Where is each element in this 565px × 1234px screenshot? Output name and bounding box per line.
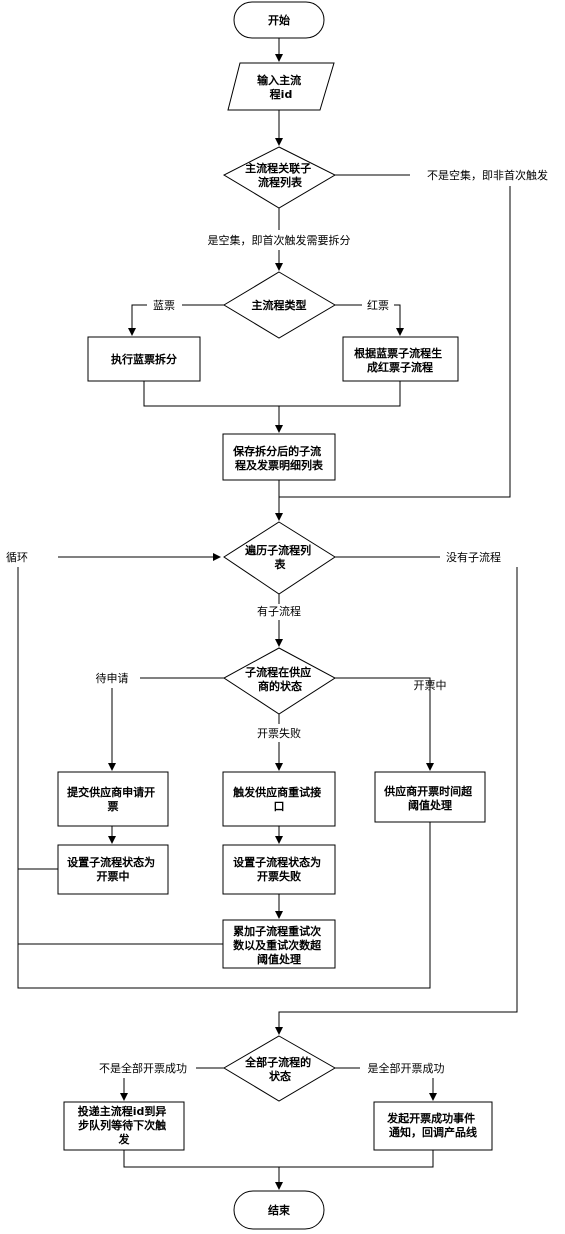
decision-loop — [223, 521, 336, 595]
line-merge-split — [143, 381, 401, 407]
accumulate-label: 累加子流程重试次 数以及重试次数超 阈值处理 — [233, 924, 325, 966]
start-label: 开始 — [268, 13, 290, 27]
process-retry — [222, 771, 336, 827]
set-fail-label: 设置子流程状态为 开票失败 — [233, 855, 325, 883]
arrow-blue — [128, 304, 147, 336]
node-labels: 开始 输入主流 程id 主流程关联子 流程列表 主流程类型 执行蓝票拆分 根据蓝… — [67, 13, 479, 1217]
notify-label: 发起开票成功事件 通知，回调产品线 — [386, 1111, 479, 1139]
process-accumulate — [222, 919, 336, 969]
edge-label-red: 红票 — [367, 299, 389, 312]
end-terminal — [233, 1190, 325, 1230]
edge-label-blue: 蓝票 — [153, 299, 175, 312]
process-submit — [57, 771, 169, 827]
process-notify — [373, 1101, 493, 1151]
arrow-invoicing — [335, 677, 434, 771]
edge-label-loop: 循环 — [6, 551, 28, 564]
process-timeout — [374, 771, 486, 823]
arrow-red — [394, 304, 404, 336]
edge-label-invoicing: 开票中 — [414, 679, 447, 692]
decision-status-label: 子流程在供应 商的状态 — [245, 665, 315, 693]
line-not-empty-to-loop — [279, 186, 511, 498]
end-label: 结束 — [267, 1203, 291, 1217]
start-terminal — [233, 1, 325, 39]
decision-all-label: 全部子流程的 状态 — [244, 1055, 315, 1083]
process-post-mq — [63, 1101, 185, 1151]
edge-labels: 不是空集，即非首次触发 是空集，即首次触发需要拆分 蓝票 红票 循环 没有子流程… — [6, 168, 548, 1075]
decision-type-label: 主流程类型 — [252, 298, 307, 312]
line-loop-from-timeout — [17, 567, 431, 989]
connectors — [17, 38, 518, 1190]
process-red-gen — [342, 336, 459, 382]
edge-label-not-empty: 不是空集，即非首次触发 — [427, 168, 548, 182]
submit-label: 提交供应商申请开 票 — [67, 785, 159, 813]
post-mq-label: 投递主流程id到异 步队列等待下次触 发 — [78, 1104, 171, 1146]
line-merge-end — [123, 1150, 434, 1168]
process-set-inprog — [57, 844, 169, 895]
blue-split-label: 执行蓝票拆分 — [111, 352, 177, 366]
edge-label-no-sub: 没有子流程 — [446, 550, 501, 564]
decision-sub-list — [222, 146, 337, 209]
edge-label-has-sub: 有子流程 — [257, 604, 301, 618]
process-set-fail — [222, 844, 336, 895]
decision-type — [223, 271, 336, 339]
decision-all — [223, 1035, 336, 1102]
edge-label-failed: 开票失败 — [257, 726, 301, 740]
decision-loop-label: 遍历子流程列 表 — [244, 543, 315, 571]
red-gen-label: 根据蓝票子流程生 成红票子流程 — [354, 346, 446, 374]
timeout-label: 供应商开票时间超 阈值处理 — [383, 784, 476, 812]
decision-sub-list-label: 主流程关联子 流程列表 — [245, 161, 315, 189]
arrow-no-sub-to-all — [275, 567, 518, 1035]
input-label: 输入主流 程id — [257, 73, 305, 101]
shapes — [57, 1, 493, 1230]
retry-label: 触发供应商重试接 口 — [232, 785, 325, 813]
edge-label-all-success: 是全部开票成功 — [368, 1061, 445, 1075]
edge-label-empty: 是空集，即首次触发需要拆分 — [208, 233, 351, 247]
edge-label-pending: 待申请 — [96, 671, 129, 685]
input-parallelogram — [227, 62, 335, 111]
process-save — [222, 433, 336, 481]
edge-label-not-all-success: 不是全部开票成功 — [99, 1061, 187, 1075]
save-label: 保存拆分后的子流 程及发票明细列表 — [232, 444, 325, 472]
set-inprog-label: 设置子流程状态为 开票中 — [67, 855, 159, 883]
decision-status — [223, 647, 336, 715]
process-blue-split — [87, 336, 201, 382]
